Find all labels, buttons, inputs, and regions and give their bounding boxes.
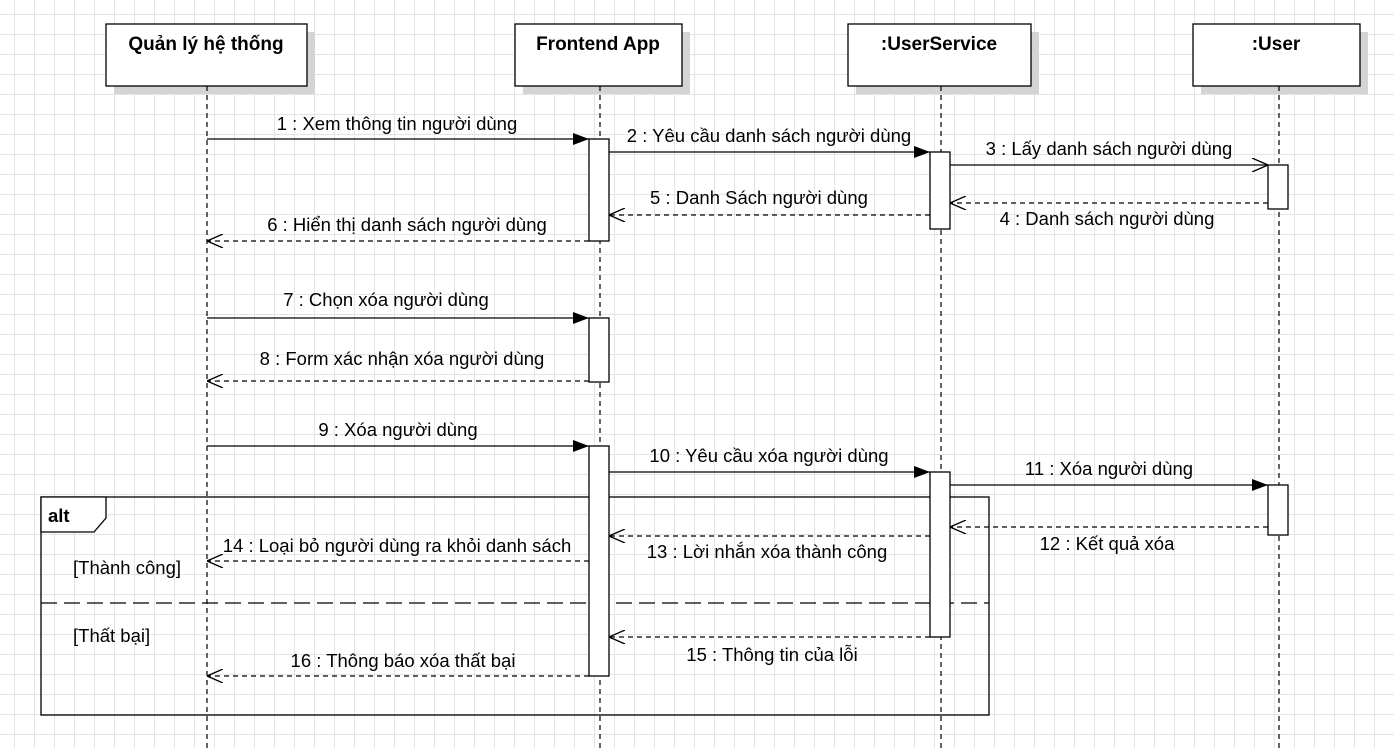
message-1[interactable]: 1 : Xem thông tin người dùng	[207, 113, 589, 145]
lifeline-frontend-box[interactable]	[514, 23, 683, 87]
message-3[interactable]: 3 : Lấy danh sách người dùng	[950, 138, 1268, 165]
message-14-label: 14 : Loại bỏ người dùng ra khỏi danh sác…	[223, 535, 572, 556]
activation-frontend-3	[588, 445, 610, 677]
message-11-label: 11 : Xóa người dùng	[1025, 458, 1193, 479]
message-4[interactable]: 4 : Danh sách người dùng	[950, 203, 1268, 229]
activation-user-1	[1267, 164, 1289, 210]
message-14[interactable]: 14 : Loại bỏ người dùng ra khỏi danh sác…	[207, 535, 589, 561]
alt-fragment-tab	[40, 496, 107, 533]
message-7[interactable]: 7 : Chọn xóa người dùng	[207, 289, 589, 324]
message-5-label: 5 : Danh Sách người dùng	[650, 187, 868, 208]
message-4-label: 4 : Danh sách người dùng	[1000, 208, 1215, 229]
message-7-label: 7 : Chọn xóa người dùng	[283, 289, 489, 310]
alt-fragment-frame	[40, 496, 990, 716]
lifeline-userservice[interactable]: :UserService	[847, 23, 1039, 748]
message-9-label: 9 : Xóa người dùng	[318, 419, 477, 440]
message-10-label: 10 : Yêu cầu xóa người dùng	[649, 445, 888, 466]
message-1-label: 1 : Xem thông tin người dùng	[277, 113, 518, 134]
message-12[interactable]: 12 : Kết quả xóa	[950, 527, 1268, 554]
alt-guard-failure: [Thất bại]	[73, 625, 150, 646]
activation-userservice-2	[929, 471, 951, 638]
alt-fragment[interactable]: alt [Thành công] [Thất bại]	[40, 496, 990, 716]
lifeline-frontend[interactable]: Frontend App	[514, 23, 690, 748]
activation-frontend-1	[588, 138, 610, 242]
message-6-label: 6 : Hiển thị danh sách người dùng	[267, 214, 547, 235]
message-2-label: 2 : Yêu cầu danh sách người dùng	[627, 125, 911, 146]
alt-guard-success: [Thành công]	[73, 557, 181, 578]
message-5[interactable]: 5 : Danh Sách người dùng	[609, 187, 930, 215]
message-6[interactable]: 6 : Hiển thị danh sách người dùng	[207, 214, 589, 241]
message-13-label: 13 : Lời nhắn xóa thành công	[647, 541, 887, 562]
lifeline-user-label: :User	[1252, 34, 1301, 55]
activation-user-2	[1267, 484, 1289, 536]
lifeline-userservice-label: :UserService	[881, 34, 997, 55]
message-16-label: 16 : Thông báo xóa thất bại	[291, 650, 516, 671]
message-3-label: 3 : Lấy danh sách người dùng	[986, 138, 1233, 159]
message-13[interactable]: 13 : Lời nhắn xóa thành công	[609, 536, 930, 562]
message-11[interactable]: 11 : Xóa người dùng	[950, 458, 1268, 491]
lifeline-admin-box[interactable]	[105, 23, 308, 87]
lifeline-frontend-label: Frontend App	[536, 34, 660, 55]
lifeline-admin[interactable]: Quản lý hệ thống	[105, 23, 315, 748]
lifeline-user[interactable]: :User	[1192, 23, 1368, 748]
message-8-label: 8 : Form xác nhận xóa người dùng	[260, 348, 545, 369]
message-16[interactable]: 16 : Thông báo xóa thất bại	[207, 650, 589, 676]
alt-fragment-label: alt	[48, 505, 70, 526]
message-9[interactable]: 9 : Xóa người dùng	[207, 419, 589, 452]
lifeline-user-box[interactable]	[1192, 23, 1361, 87]
activation-frontend-2	[588, 317, 610, 383]
message-12-label: 12 : Kết quả xóa	[1040, 533, 1175, 554]
message-10[interactable]: 10 : Yêu cầu xóa người dùng	[609, 445, 930, 478]
message-15[interactable]: 15 : Thông tin của lỗi	[609, 637, 930, 665]
message-15-label: 15 : Thông tin của lỗi	[686, 644, 857, 665]
lifeline-admin-label: Quản lý hệ thống	[128, 34, 283, 55]
message-2[interactable]: 2 : Yêu cầu danh sách người dùng	[609, 125, 930, 158]
lifeline-userservice-box[interactable]	[847, 23, 1032, 87]
message-8[interactable]: 8 : Form xác nhận xóa người dùng	[207, 348, 589, 381]
activation-userservice-1	[929, 151, 951, 230]
